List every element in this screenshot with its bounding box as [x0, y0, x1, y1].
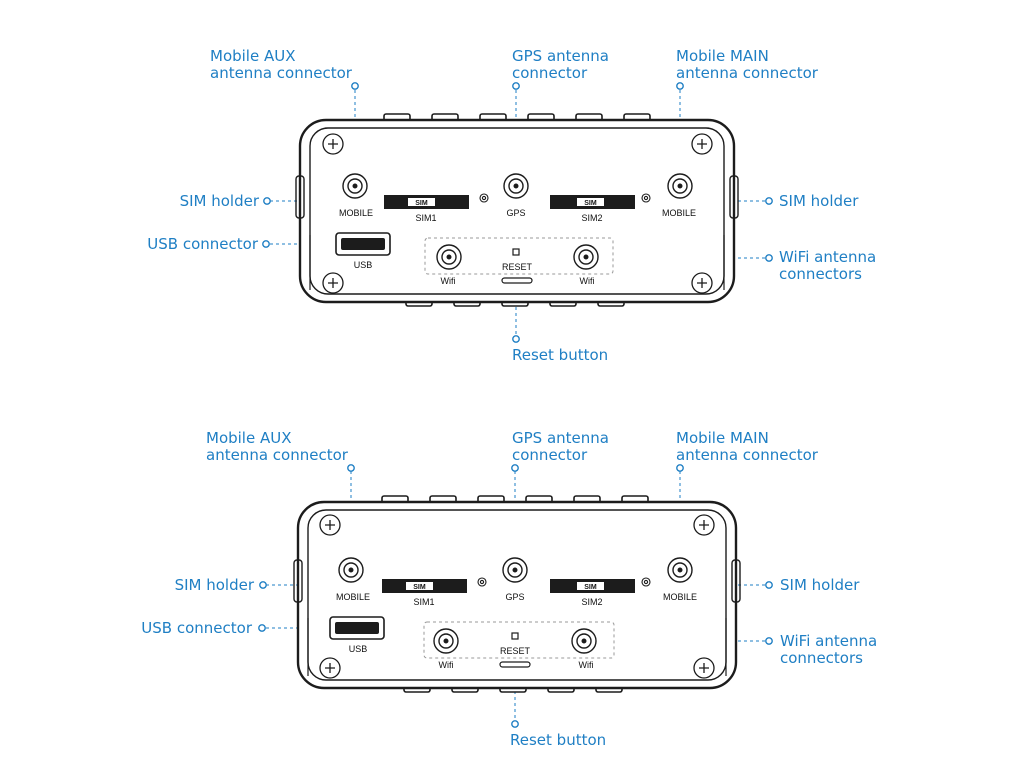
- wifi-antenna-label-line1: WiFi antenna: [779, 248, 876, 266]
- aux-antenna-label-line2: antenna connector: [210, 64, 353, 82]
- reset-button-label: Reset button: [510, 731, 606, 749]
- reset-port-label: RESET: [500, 646, 531, 656]
- usb-port: [335, 232, 391, 256]
- gps-port-label: GPS: [505, 592, 524, 602]
- sim1-slot: SIM: [384, 195, 469, 209]
- gps-antenna-label-line1: GPS antenna: [512, 47, 609, 65]
- mobile-main-connector: [667, 173, 693, 199]
- usb-port-label: USB: [349, 644, 368, 654]
- sim-slot-left-text: SIM: [413, 584, 426, 591]
- usb-connector-label: USB connector: [147, 235, 259, 253]
- mobile-aux-connector: [338, 557, 364, 583]
- mobile-main-connector: [667, 557, 693, 583]
- sim-slot-left-text: SIM: [415, 200, 428, 207]
- wifi-antenna-label-line2: connectors: [779, 265, 862, 283]
- wifi-left-connector: [433, 628, 459, 654]
- wifi-left-port-label: Wifi: [441, 276, 456, 286]
- mounting-screws: [319, 514, 715, 679]
- mobile-left-port-label: MOBILE: [336, 592, 370, 602]
- gps-antenna-label-line1: GPS antenna: [512, 429, 609, 447]
- sim2-slot: SIM: [550, 195, 635, 209]
- main-antenna-label-line1: Mobile MAIN: [676, 47, 769, 65]
- wifi-right-port-label: Wifi: [580, 276, 595, 286]
- sim-holder-right-label: SIM holder: [780, 576, 860, 594]
- sim-holder-left-label: SIM holder: [175, 576, 255, 594]
- router-housing: [293, 495, 741, 693]
- led-indicators: [477, 577, 651, 587]
- usb-connector-label: USB connector: [141, 619, 253, 637]
- mobile-left-port-label: MOBILE: [339, 208, 373, 218]
- reset-button: [501, 248, 533, 284]
- router-diagram-bottom: Mobile AUX antenna connector GPS antenna…: [141, 429, 877, 749]
- reset-button-label: Reset button: [512, 346, 608, 364]
- wifi-right-connector: [571, 628, 597, 654]
- wifi-left-port-label: Wifi: [439, 660, 454, 670]
- usb-port-label: USB: [354, 260, 373, 270]
- main-antenna-label-line1: Mobile MAIN: [676, 429, 769, 447]
- mobile-right-port-label: MOBILE: [662, 208, 696, 218]
- gps-antenna-label-line2: connector: [512, 446, 588, 464]
- wifi-reset-zone: [423, 621, 615, 659]
- aux-antenna-label-line1: Mobile AUX: [210, 47, 296, 65]
- sim-slot-right-text: SIM: [584, 200, 597, 207]
- sim1-port-label: SIM1: [413, 597, 434, 607]
- sim1-slot: SIM: [382, 579, 467, 593]
- main-antenna-label-line2: antenna connector: [676, 64, 819, 82]
- led-indicators: [479, 193, 651, 203]
- sim2-slot: SIM: [550, 579, 635, 593]
- aux-antenna-label-line1: Mobile AUX: [206, 429, 292, 447]
- mounting-screws: [322, 133, 713, 294]
- sim-holder-left-label: SIM holder: [180, 192, 260, 210]
- router-housing: [295, 113, 739, 307]
- aux-antenna-label-line2: antenna connector: [206, 446, 349, 464]
- reset-button: [499, 632, 531, 668]
- reset-port-label: RESET: [502, 262, 533, 272]
- main-antenna-label-line2: antenna connector: [676, 446, 819, 464]
- gps-connector: [502, 557, 528, 583]
- wifi-left-connector: [436, 244, 462, 270]
- router-diagram-top: Mobile AUX antenna connector GPS antenna…: [147, 47, 876, 364]
- gps-antenna-label-line2: connector: [512, 64, 588, 82]
- wifi-right-connector: [573, 244, 599, 270]
- mobile-right-port-label: MOBILE: [663, 592, 697, 602]
- sim-holder-right-label: SIM holder: [779, 192, 859, 210]
- wifi-antenna-label-line2: connectors: [780, 649, 863, 667]
- wifi-reset-zone: [424, 237, 614, 275]
- mobile-aux-connector: [342, 173, 368, 199]
- gps-connector: [503, 173, 529, 199]
- wifi-antenna-label-line1: WiFi antenna: [780, 632, 877, 650]
- sim2-port-label: SIM2: [581, 213, 602, 223]
- gps-port-label: GPS: [506, 208, 525, 218]
- sim1-port-label: SIM1: [415, 213, 436, 223]
- sim-slot-right-text: SIM: [584, 584, 597, 591]
- usb-port: [329, 616, 385, 640]
- wifi-right-port-label: Wifi: [579, 660, 594, 670]
- sim2-port-label: SIM2: [581, 597, 602, 607]
